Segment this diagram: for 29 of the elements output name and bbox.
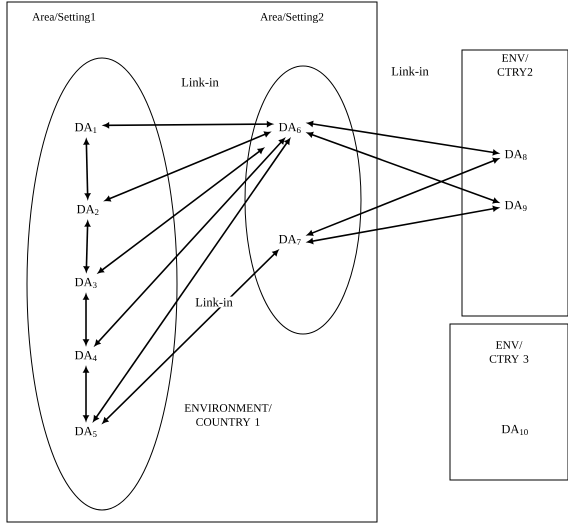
- node-label: DA$_{9}$: [504, 200, 527, 212]
- arrow: [83, 294, 89, 345]
- node-label: Area/Setting1: [32, 12, 96, 24]
- arrow: [103, 121, 273, 128]
- node-label: DA$_{5}$: [74, 426, 97, 438]
- node-label: DA$_{2}$: [76, 204, 98, 216]
- arrow: [84, 139, 90, 199]
- arrow: [93, 138, 290, 422]
- arrow: [307, 206, 499, 244]
- node-label: Area/Setting2: [260, 12, 324, 24]
- arrow: [307, 121, 499, 156]
- node-label: DA$_{8}$: [504, 150, 527, 160]
- arrow: [84, 221, 90, 272]
- node-label: DA$_{1}$: [74, 122, 96, 134]
- link-label: Link-in: [390, 66, 430, 76]
- arrow: [94, 138, 285, 346]
- arrow: [104, 132, 270, 202]
- node-label: DA$_{6}$: [278, 122, 301, 134]
- node-label: DA$_{10}$: [502, 424, 528, 436]
- link-label: Link-in: [180, 76, 220, 88]
- link-label: Link-in: [194, 296, 234, 308]
- arrow: [102, 250, 278, 424]
- arrow: [98, 148, 264, 274]
- arrow: [307, 132, 499, 204]
- node-label: DA$_{7}$: [278, 234, 301, 246]
- node-label: DA$_{4}$: [74, 350, 97, 362]
- node-label: DA$_{3}$: [74, 278, 97, 288]
- arrow: [83, 367, 89, 421]
- arrow: [307, 158, 499, 236]
